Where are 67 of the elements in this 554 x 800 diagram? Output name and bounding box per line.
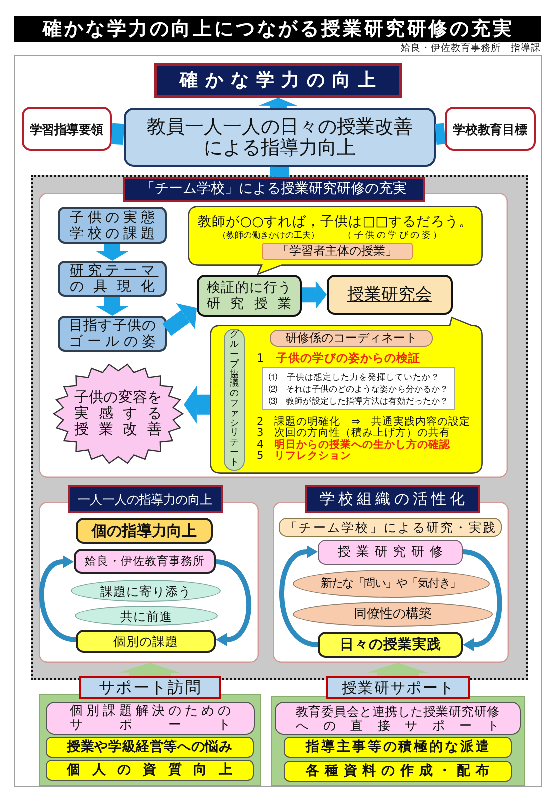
curved-arrow xyxy=(462,550,502,652)
block-arrow xyxy=(162,304,197,336)
step-box: 子供の実態学校の課題 xyxy=(58,207,167,244)
block-arrow xyxy=(119,663,182,676)
support-box: 個別課題解決のためのサポート xyxy=(46,702,255,735)
speech-bubble xyxy=(210,317,483,474)
block-arrow xyxy=(258,98,298,108)
task-box: 日々の授業実践 xyxy=(318,632,463,658)
training-box: 授業研究研修 xyxy=(318,540,463,565)
step-box: 目指す子供のゴールの姿 xyxy=(58,316,167,352)
guideline-box: 学校教育目標 xyxy=(445,107,536,151)
panel xyxy=(39,177,508,478)
connector-bar xyxy=(270,166,290,178)
guideline-box: 学習指導要領 xyxy=(22,107,112,151)
list-item: 3 次回の方向性（積み上げ方）の共有 xyxy=(257,427,452,439)
panel-heading: 学校組織の活性化 xyxy=(305,485,480,513)
question-box xyxy=(262,367,455,410)
sub-text: （教師の働きかけの工夫） xyxy=(218,231,320,242)
list-item: 1 子供の学びの姿からの検証 xyxy=(257,352,422,366)
title-box: 個の指導力向上 xyxy=(76,518,213,544)
speech-bubble xyxy=(188,206,483,275)
meeting-box: 授業研究会 xyxy=(327,275,453,315)
connector-bar xyxy=(111,123,125,146)
connector-bar xyxy=(435,123,446,146)
heading-pill: 研修係のコーディネート xyxy=(270,330,433,347)
panel-heading: 「チーム学校」による授業研究研修の充実 xyxy=(123,177,425,202)
shaded-area xyxy=(31,175,528,680)
block-arrow xyxy=(96,297,130,316)
item-box: 個人の資質向上 xyxy=(46,760,254,781)
support-panel xyxy=(39,676,261,786)
main-box: 教員一人一人の日々の授業改善による指導力向上 xyxy=(124,108,436,167)
list-item: 4 明日からの授業への生かし方の確認 xyxy=(257,438,452,451)
support-box: 教育委員会と連携した授業研究研修への直接サポート xyxy=(275,702,521,735)
item-box: 各種資料の作成・配布 xyxy=(284,761,512,782)
step-box: 研究テーマの具現化 xyxy=(58,261,167,297)
question-text: ⑶ 教師が設定した指導方法は有効だったか？ xyxy=(269,397,449,408)
sub-text: （子供の学びの姿） xyxy=(343,231,442,242)
panel-heading: 授業研サポート xyxy=(326,676,470,699)
panel xyxy=(39,485,259,663)
curved-arrow xyxy=(216,560,252,646)
item-box: 指導主事等の積極的な派遣 xyxy=(284,737,512,758)
lesson-box: 検証的に行う研究授業 xyxy=(197,275,302,317)
list-item: 2 課題の明確化 ⇒ 共通実践内容の設定 xyxy=(257,416,472,428)
theme-box: 「学習者主体の授業」 xyxy=(262,243,413,260)
panel-heading: 一人一人の指導力の向上 xyxy=(68,485,223,513)
speech-text: 教師が○○すれば，子供は□□するだろう。 xyxy=(198,214,473,230)
block-arrow xyxy=(96,244,130,261)
title-bar: 確かな学力の向上につながる授業研究研修の充実 xyxy=(14,16,541,42)
block-arrow xyxy=(184,386,210,424)
support-panel xyxy=(271,676,525,786)
block-arrow xyxy=(367,663,430,676)
heading-pill: 「チーム学校」による研究・実践 xyxy=(279,518,502,537)
block-arrow xyxy=(302,281,327,310)
vertical-pill: グループ協議のファシリテート xyxy=(224,329,245,471)
curved-arrow xyxy=(39,556,76,642)
panel xyxy=(273,485,509,663)
starburst: 子供の変容を実感する授業改善 xyxy=(53,363,184,465)
item-box: 授業や学級経営等への悩み xyxy=(46,737,254,758)
panel-heading: サポート訪問 xyxy=(79,676,221,699)
curved-arrow xyxy=(280,546,318,648)
goal-box: 確かな学力の向上 xyxy=(154,63,402,98)
task-box: 個別の課題 xyxy=(76,630,216,653)
list-item: 5 リフレクション xyxy=(257,450,353,463)
office-box: 姶良・伊佐教育事務所 xyxy=(74,549,216,574)
question-text: ⑴ 子供は想定した力を発揮していたか？ xyxy=(269,373,441,384)
subtitle: 姶良・伊佐教育事務所 指導課 xyxy=(401,43,541,54)
question-text: ⑵ それは子供のどのような姿から分かるか？ xyxy=(269,384,449,395)
